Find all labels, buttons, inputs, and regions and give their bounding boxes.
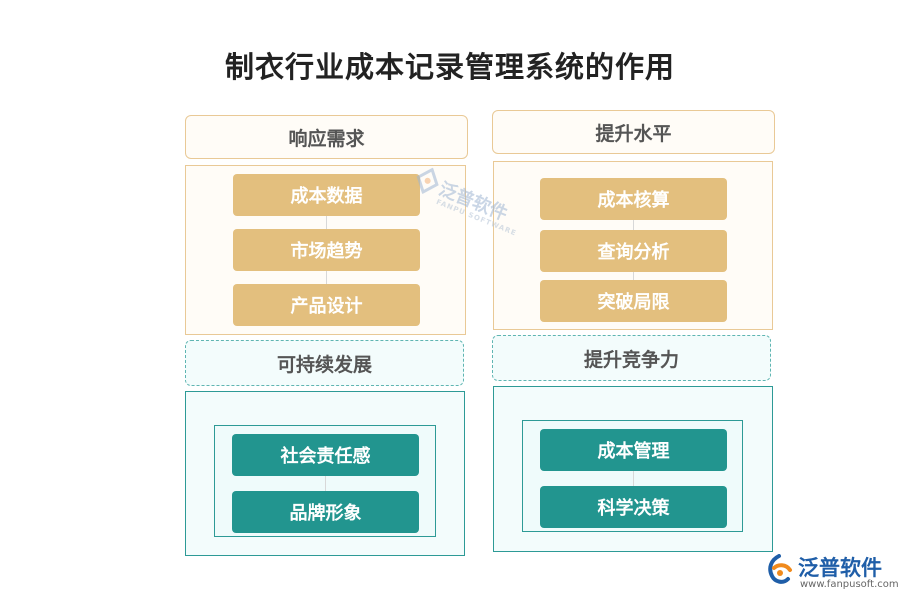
item-brand-image: 品牌形象: [232, 491, 419, 533]
fanpu-logo-icon: [768, 554, 792, 584]
logo-url: www.fanpusoft.com: [800, 579, 899, 590]
header-improve-competitiveness: 提升竞争力: [492, 335, 771, 381]
header-label: 提升竞争力: [583, 348, 679, 371]
header-label: 提升水平: [595, 122, 672, 145]
panel-response-demand: 成本数据 市场趋势 产品设计: [185, 165, 466, 335]
header-label: 可持续发展: [276, 353, 372, 376]
inner-frame: 社会责任感 品牌形象: [214, 425, 436, 537]
panel-improve-level: 成本核算 查询分析 突破局限: [493, 161, 773, 330]
item-product-design: 产品设计: [233, 284, 420, 326]
item-query-analysis: 查询分析: [540, 230, 727, 272]
item-scientific-decision: 科学决策: [540, 486, 727, 528]
header-sustainable-development: 可持续发展: [185, 340, 464, 386]
watermark: 泛普软件 FANPU SOFTWARE: [402, 161, 533, 256]
panel-sustainable-development: 社会责任感 品牌形象: [185, 391, 465, 556]
item-cost-accounting: 成本核算: [540, 178, 727, 220]
connector-line: [325, 446, 326, 516]
item-break-limits: 突破局限: [540, 280, 727, 322]
brand-logo: 泛普软件 www.fanpusoft.com: [764, 552, 899, 596]
header-improve-level: 提升水平: [492, 110, 775, 154]
inner-frame: 成本管理 科学决策: [522, 420, 743, 532]
fanpu-watermark-icon: [416, 167, 439, 195]
page-title: 制衣行业成本记录管理系统的作用: [224, 50, 675, 84]
connector-line: [633, 441, 634, 511]
item-market-trend: 市场趋势: [233, 229, 420, 271]
logo-text: 泛普软件: [798, 556, 882, 580]
panel-improve-competitiveness: 成本管理 科学决策: [493, 386, 773, 552]
item-cost-management: 成本管理: [540, 429, 727, 471]
header-response-demand: 响应需求: [185, 115, 468, 159]
header-label: 响应需求: [288, 127, 365, 150]
item-social-responsibility: 社会责任感: [232, 434, 419, 476]
item-cost-data: 成本数据: [233, 174, 420, 216]
